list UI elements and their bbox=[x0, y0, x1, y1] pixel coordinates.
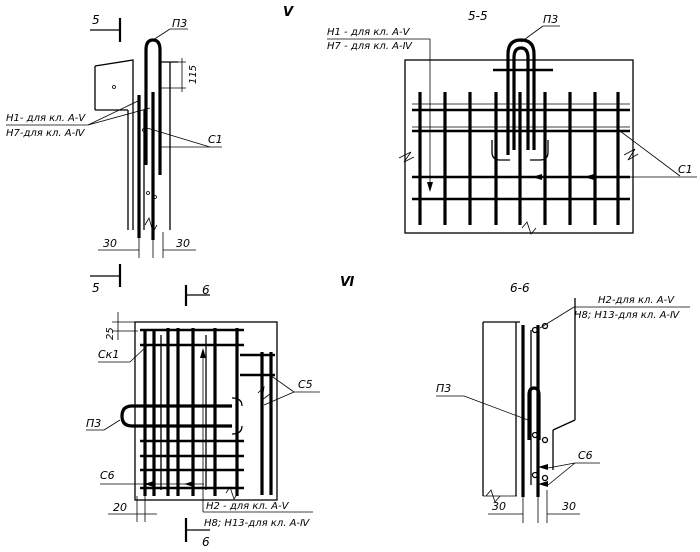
section-6-6-label-c6: С6 bbox=[538, 449, 600, 487]
view-vi-label-h2-h8: Н2 - для кл. А-Ⅴ Н8; Н13-для кл. А-Ⅳ bbox=[200, 348, 313, 529]
view-vi-label-ck1-text: Ск1 bbox=[98, 348, 119, 361]
section-5-5-label-h7: Н7 - для кл. А-Ⅳ bbox=[327, 41, 413, 52]
section-6-6-dim-left: 30 bbox=[492, 500, 506, 513]
view-vi-dim-25-label: 25 bbox=[105, 327, 116, 340]
section-5-5-label-h1: Н1 - для кл. А-Ⅴ bbox=[327, 27, 411, 38]
section-5-5-label-c1: С1 bbox=[532, 130, 697, 180]
view-vi-dim-25: 25 bbox=[105, 312, 138, 340]
view-v-label-h7: Н7-для кл. А-Ⅳ bbox=[6, 128, 85, 139]
section-6-6-title: 6-6 bbox=[510, 281, 530, 295]
view-v-loop-p3: П3 bbox=[144, 17, 188, 175]
cut-mark-5-bottom: 5 bbox=[90, 264, 122, 295]
view-v-title: V bbox=[283, 5, 294, 20]
cut-mark-6-bottom: 6 bbox=[184, 518, 210, 549]
section-6-6-dim-right: 30 bbox=[562, 500, 576, 513]
view-v-dim-left: 30 bbox=[103, 237, 117, 250]
view-v-label-c1-text: С1 bbox=[208, 133, 223, 146]
view-vi-outline bbox=[134, 321, 278, 501]
cut-mark-5-top-label: 5 bbox=[92, 13, 100, 27]
section-5-5-title: 5-5 bbox=[468, 9, 488, 23]
cut-mark-5-top: 5 bbox=[90, 13, 122, 42]
view-vi: Ⅵ 5 6 6 25 bbox=[86, 264, 355, 549]
section-6-6-label-p3: П3 bbox=[436, 382, 529, 421]
cut-mark-6-top-label: 6 bbox=[202, 283, 210, 297]
cut-mark-6-top: 6 bbox=[184, 283, 210, 306]
section-5-5-label-c1-text: С1 bbox=[678, 163, 693, 176]
view-vi-label-ck1: Ск1 bbox=[98, 344, 149, 363]
view-vi-dim-20-label: 20 bbox=[113, 501, 127, 514]
section-6-6-label-h8: Н8; Н13-для кл. А-Ⅳ bbox=[574, 310, 680, 321]
section-5-5: 5-5 П3 bbox=[327, 9, 697, 235]
view-v-dim-right: 30 bbox=[176, 237, 190, 250]
section-6-6-label-h2: Н2-для кл. А-Ⅴ bbox=[598, 295, 675, 306]
view-vi-label-c6: С6 bbox=[100, 469, 204, 487]
section-5-5-outline bbox=[404, 59, 634, 234]
view-vi-label-p3: П3 bbox=[86, 417, 101, 430]
view-vi-label-c5: С5 bbox=[263, 374, 320, 406]
section-6-6-label-p3-text: П3 bbox=[436, 382, 451, 395]
view-v-label-h1: Н1- для кл. А-Ⅴ bbox=[6, 113, 86, 124]
view-vi-label-c5-text: С5 bbox=[298, 378, 313, 391]
view-v-outline bbox=[94, 59, 178, 234]
view-vi-title: Ⅵ bbox=[340, 275, 355, 290]
view-vi-label-h8: Н8; Н13-для кл. А-Ⅳ bbox=[204, 518, 310, 529]
cut-mark-6-bottom-label: 6 bbox=[202, 535, 210, 549]
view-v-bottom-dims: 30 30 bbox=[98, 232, 196, 258]
section-6-6: 6-6 Н2-для кл. А-Ⅴ Н8; Н13-для кл. А-Ⅳ bbox=[436, 281, 690, 523]
view-vi-label-c6-text: С6 bbox=[100, 469, 115, 482]
view-vi-loop-p3: П3 bbox=[86, 397, 243, 435]
section-5-5-label-p3: П3 bbox=[543, 13, 558, 26]
view-v: V 5 П3 bbox=[6, 5, 294, 258]
section-6-6-label-h2-h8: Н2-для кл. А-Ⅴ Н8; Н13-для кл. А-Ⅳ bbox=[539, 295, 690, 329]
section-5-5-loop-p3: П3 bbox=[491, 13, 560, 161]
section-6-6-label-c6-text: С6 bbox=[578, 449, 593, 462]
view-vi-dim-20: 20 bbox=[108, 496, 157, 522]
section-5-5-label-h1-h7: Н1 - для кл. А-Ⅴ Н7 - для кл. А-Ⅳ bbox=[327, 27, 433, 192]
section-6-6-outline bbox=[482, 298, 576, 503]
view-v-dim-115-label: 115 bbox=[188, 65, 199, 84]
cut-mark-5-bottom-label: 5 bbox=[92, 281, 100, 295]
view-v-dim-115: 115 bbox=[160, 58, 199, 92]
view-vi-label-h2: Н2 - для кл. А-Ⅴ bbox=[206, 501, 290, 512]
view-v-label-c1: С1 bbox=[146, 127, 223, 148]
view-v-label-h1-h7: Н1- для кл. А-Ⅴ Н7-для кл. А-Ⅳ bbox=[6, 99, 151, 139]
section-6-6-bottom-dims: 30 30 bbox=[488, 490, 580, 523]
view-v-label-p3: П3 bbox=[172, 17, 187, 30]
